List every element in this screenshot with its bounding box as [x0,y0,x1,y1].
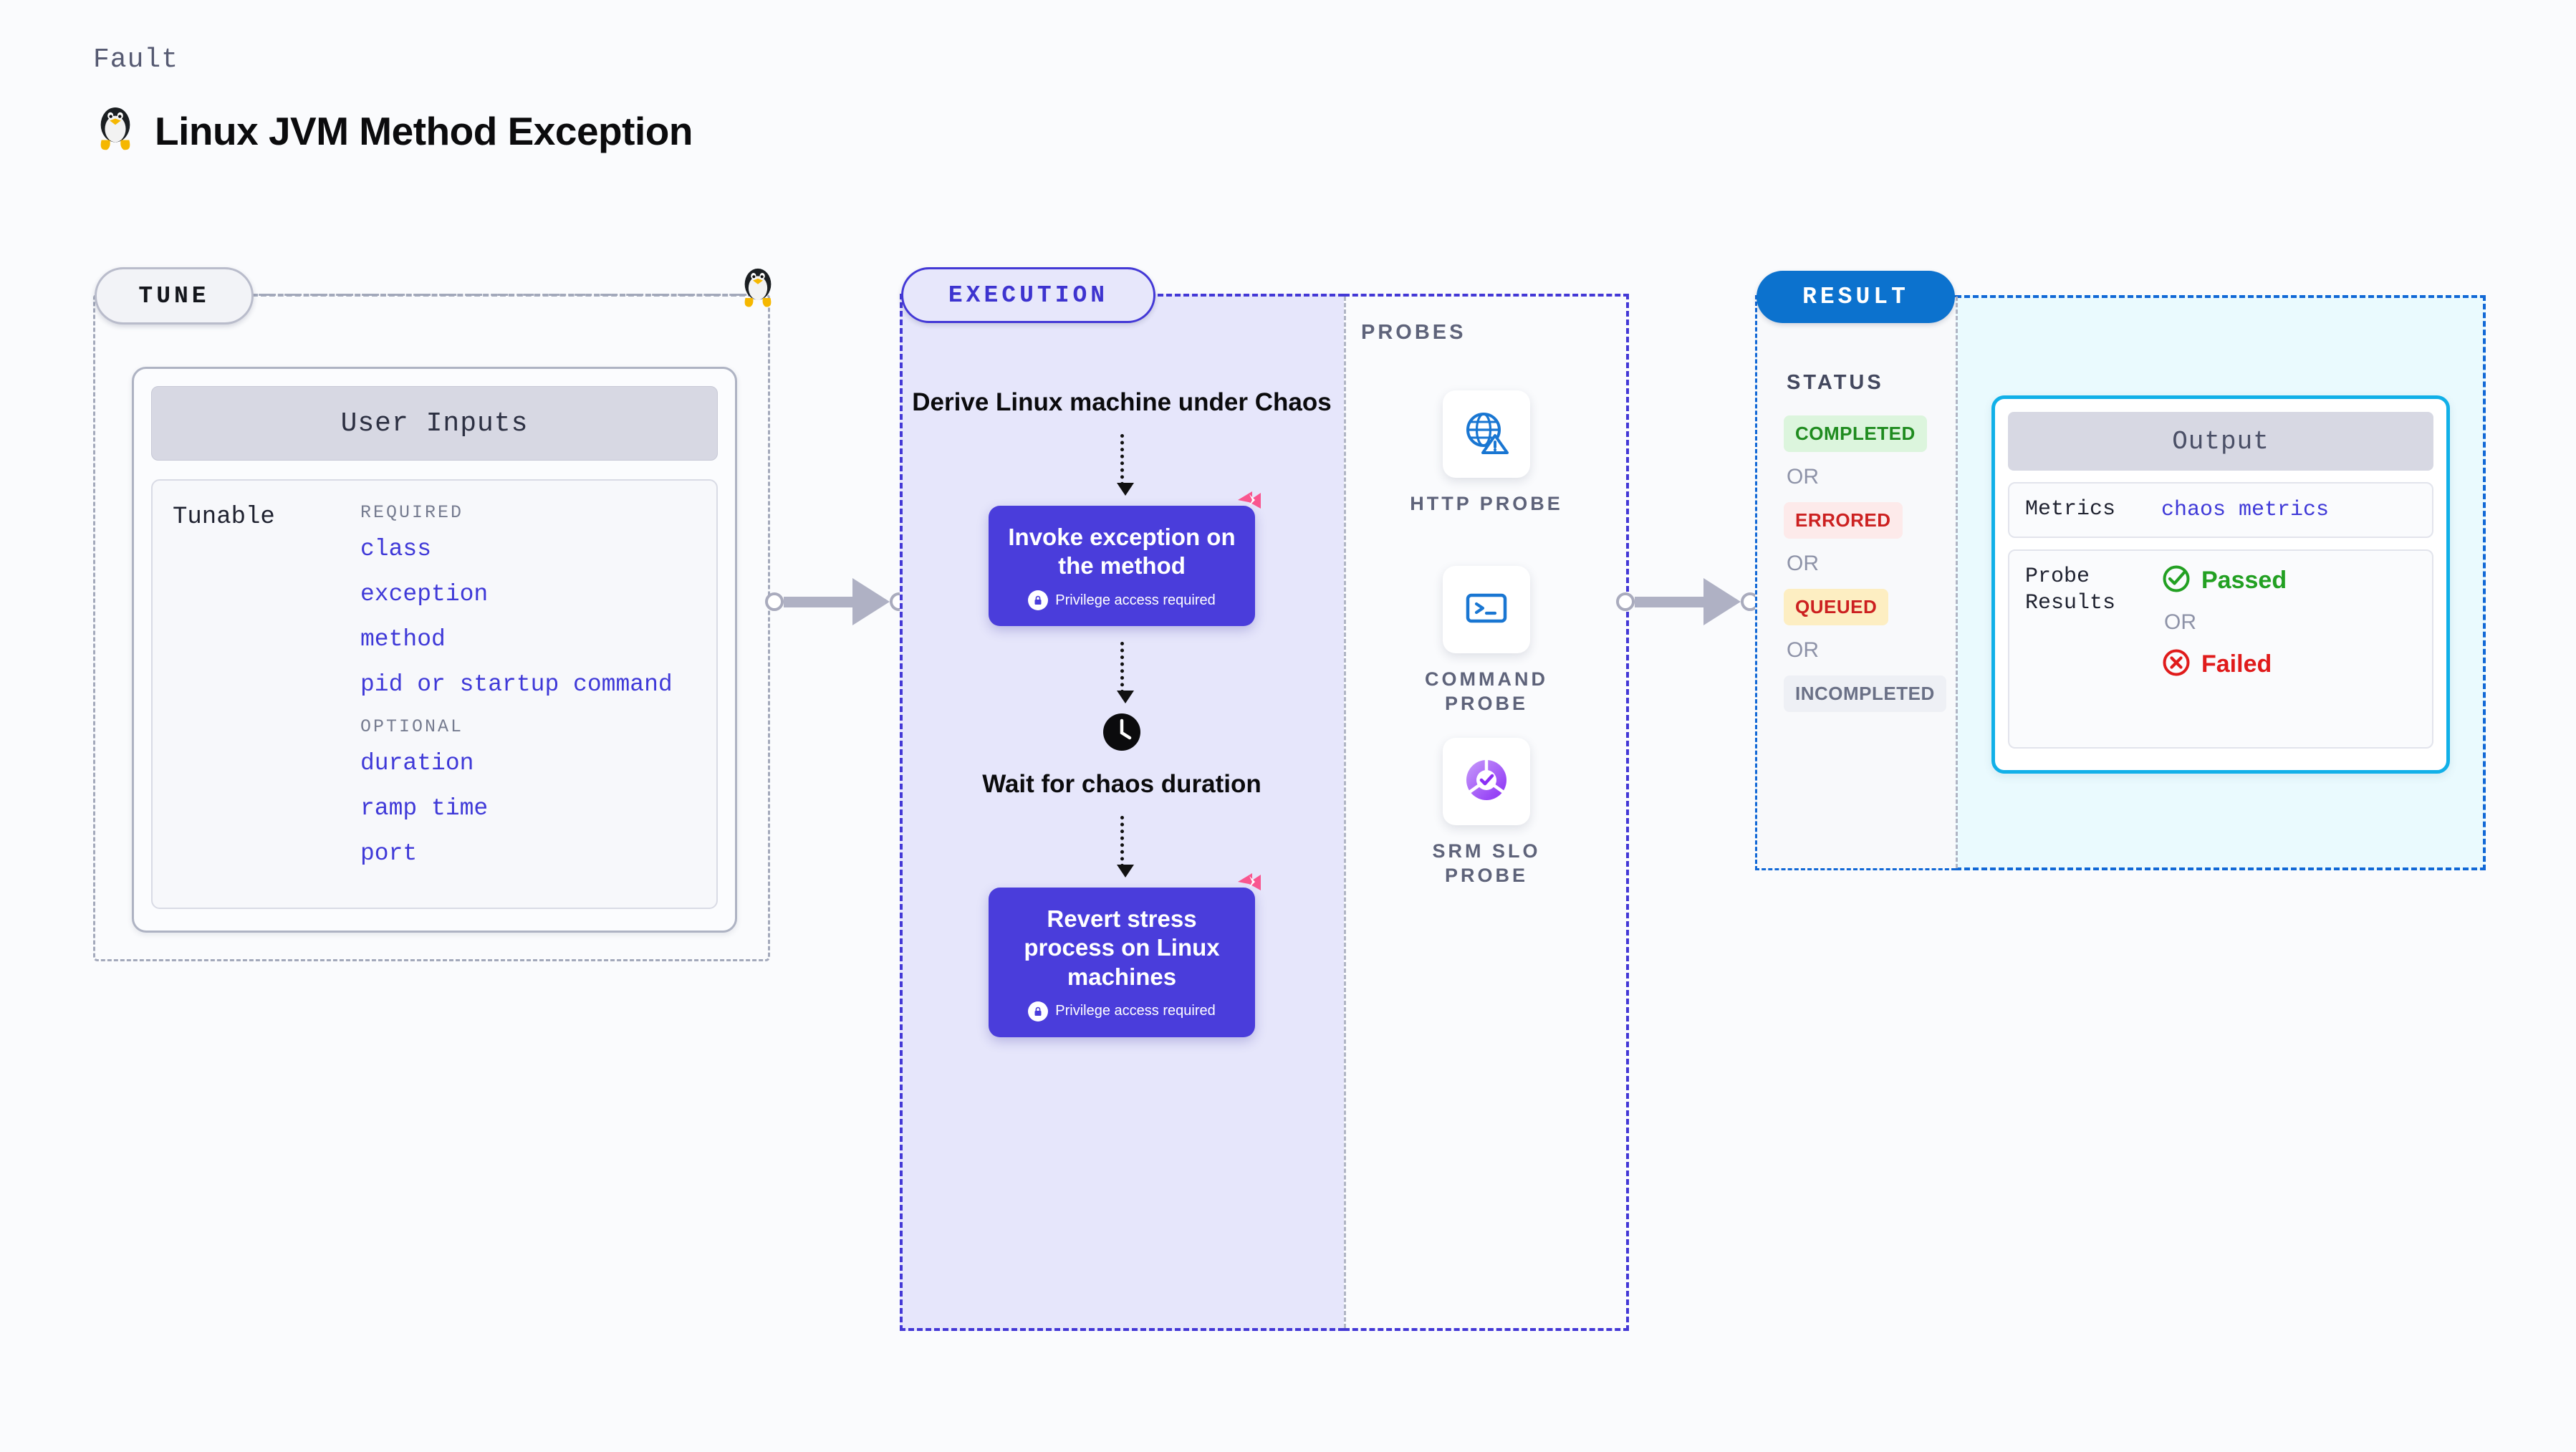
slo-donut-check-icon [1461,755,1512,809]
tunable-item-duration[interactable]: duration [360,750,474,777]
output-probe-results-label: Probe Results [2025,564,2116,616]
probe-command[interactable]: COMMAND PROBE [1397,566,1576,716]
status-badge-queued: QUEUED [1784,589,1889,625]
result-divider [1956,297,1958,868]
x-circle-icon [2161,648,2191,681]
connector-arrowhead [852,578,890,625]
page-header: Fault Linux JVM Method Exception [93,44,693,158]
output-or-label: OR [2164,610,2196,634]
output-title: Output [2008,412,2433,471]
fault-eyebrow-label: Fault [93,44,179,75]
status-or-label: OR [1787,552,1819,575]
execution-node-privilege-label: Privilege access required [1055,1003,1216,1019]
probe-srm-slo[interactable]: SRM SLO PROBE [1397,738,1576,888]
tunable-group-required-label: REQUIRED [360,502,464,523]
probe-label: SRM SLO PROBE [1432,840,1541,886]
user-inputs-card: User Inputs Tunable REQUIRED class excep… [132,367,737,933]
execution-intro-text: Derive Linux machine under Chaos [912,388,1332,416]
output-metrics-row: Metrics chaos metrics [2008,482,2433,538]
tunable-item-pid-or-startup-command[interactable]: pid or startup command [360,671,673,698]
user-inputs-title: User Inputs [151,386,718,461]
flow-arrow-1 [1116,433,1134,496]
flow-arrow-3 [1116,816,1134,878]
probe-card [1443,738,1530,825]
execution-flow: Derive Linux machine under Chaos Invoke … [900,387,1344,1037]
connector-start-dot [765,592,784,611]
execution-node-title: Revert stress process on Linux machines [1024,905,1220,990]
execution-node-privilege: Privilege access required [1007,1001,1236,1021]
probe-card [1443,390,1530,478]
probe-result-failed-label: Failed [2201,650,2272,678]
litmus-ribbon-icon [1234,487,1265,522]
output-card: Output Metrics chaos metrics Probe Resul… [1991,395,2450,774]
probes-to-result-arrow [1616,578,1759,625]
execution-node-privilege: Privilege access required [1007,590,1236,611]
probe-label: COMMAND PROBE [1425,668,1548,714]
tune-pill[interactable]: TUNE [95,267,254,324]
status-or-label: OR [1787,465,1819,489]
execution-node-revert-stress[interactable]: Revert stress process on Linux machines … [989,873,1261,1037]
terminal-icon [1462,584,1511,636]
check-circle-icon [2161,564,2191,597]
tunable-item-ramp-time[interactable]: ramp time [360,795,489,822]
connector-start-dot [1616,592,1635,611]
output-probe-results-row: Probe Results Passed OR [2008,549,2433,749]
flow-arrow-2 [1116,642,1134,704]
status-badge-errored: ERRORED [1784,502,1903,539]
status-or-label: OR [1787,638,1819,662]
status-title: STATUS [1787,371,1884,394]
connector-line [1635,596,1705,607]
tune-connector-line [252,294,754,297]
output-probe-results-values: Passed OR Failed [2161,564,2287,681]
probe-result-passed: Passed [2161,564,2287,597]
tunable-item-port[interactable]: port [360,840,418,867]
tune-to-execution-arrow [765,578,908,625]
globe-warning-icon [1462,408,1511,461]
result-status-region [1755,295,1956,870]
probes-title: PROBES [1361,321,1466,344]
status-badge-incompleted: INCOMPLETED [1784,675,1946,712]
connector-arrowhead [1703,578,1741,625]
execution-node-title: Invoke exception on the method [1008,523,1236,579]
connector-line [784,596,854,607]
output-metrics-label: Metrics [2025,497,2116,521]
probe-card [1443,566,1530,653]
tunable-item-class[interactable]: class [360,536,432,562]
tune-connector-tux-icon [738,265,778,314]
tunable-box: Tunable REQUIRED class exception method … [151,479,718,909]
tux-penguin-icon [93,104,138,158]
execution-node-privilege-label: Privilege access required [1055,592,1216,608]
tunable-item-method[interactable]: method [360,626,446,653]
litmus-ribbon-icon [1234,869,1265,904]
result-pill[interactable]: RESULT [1756,271,1955,323]
lock-icon [1028,590,1049,611]
output-metrics-value[interactable]: chaos metrics [2161,497,2330,522]
probe-label: HTTP PROBE [1410,493,1563,514]
fault-title-row: Linux JVM Method Exception [93,104,693,158]
status-badge-completed: COMPLETED [1784,415,1927,452]
tunable-label: Tunable [173,504,275,531]
tunable-list: REQUIRED class exception method pid or s… [360,502,716,867]
clock-icon [1102,712,1142,756]
page-title: Linux JVM Method Exception [155,108,693,153]
status-list: COMPLETED OR ERRORED OR QUEUED OR INCOMP… [1784,415,1970,712]
tunable-item-exception[interactable]: exception [360,581,489,607]
probe-result-passed-label: Passed [2201,566,2287,594]
probes-divider [1344,297,1346,1328]
tunable-group-optional-label: OPTIONAL [360,716,464,737]
execution-wait-text: Wait for chaos duration [982,770,1261,799]
execution-pill[interactable]: EXECUTION [901,267,1155,323]
execution-node-invoke-exception[interactable]: Invoke exception on the method Privilege… [989,491,1261,627]
probe-result-failed: Failed [2161,648,2287,681]
lock-icon [1028,1001,1049,1021]
probe-http[interactable]: HTTP PROBE [1397,390,1576,516]
